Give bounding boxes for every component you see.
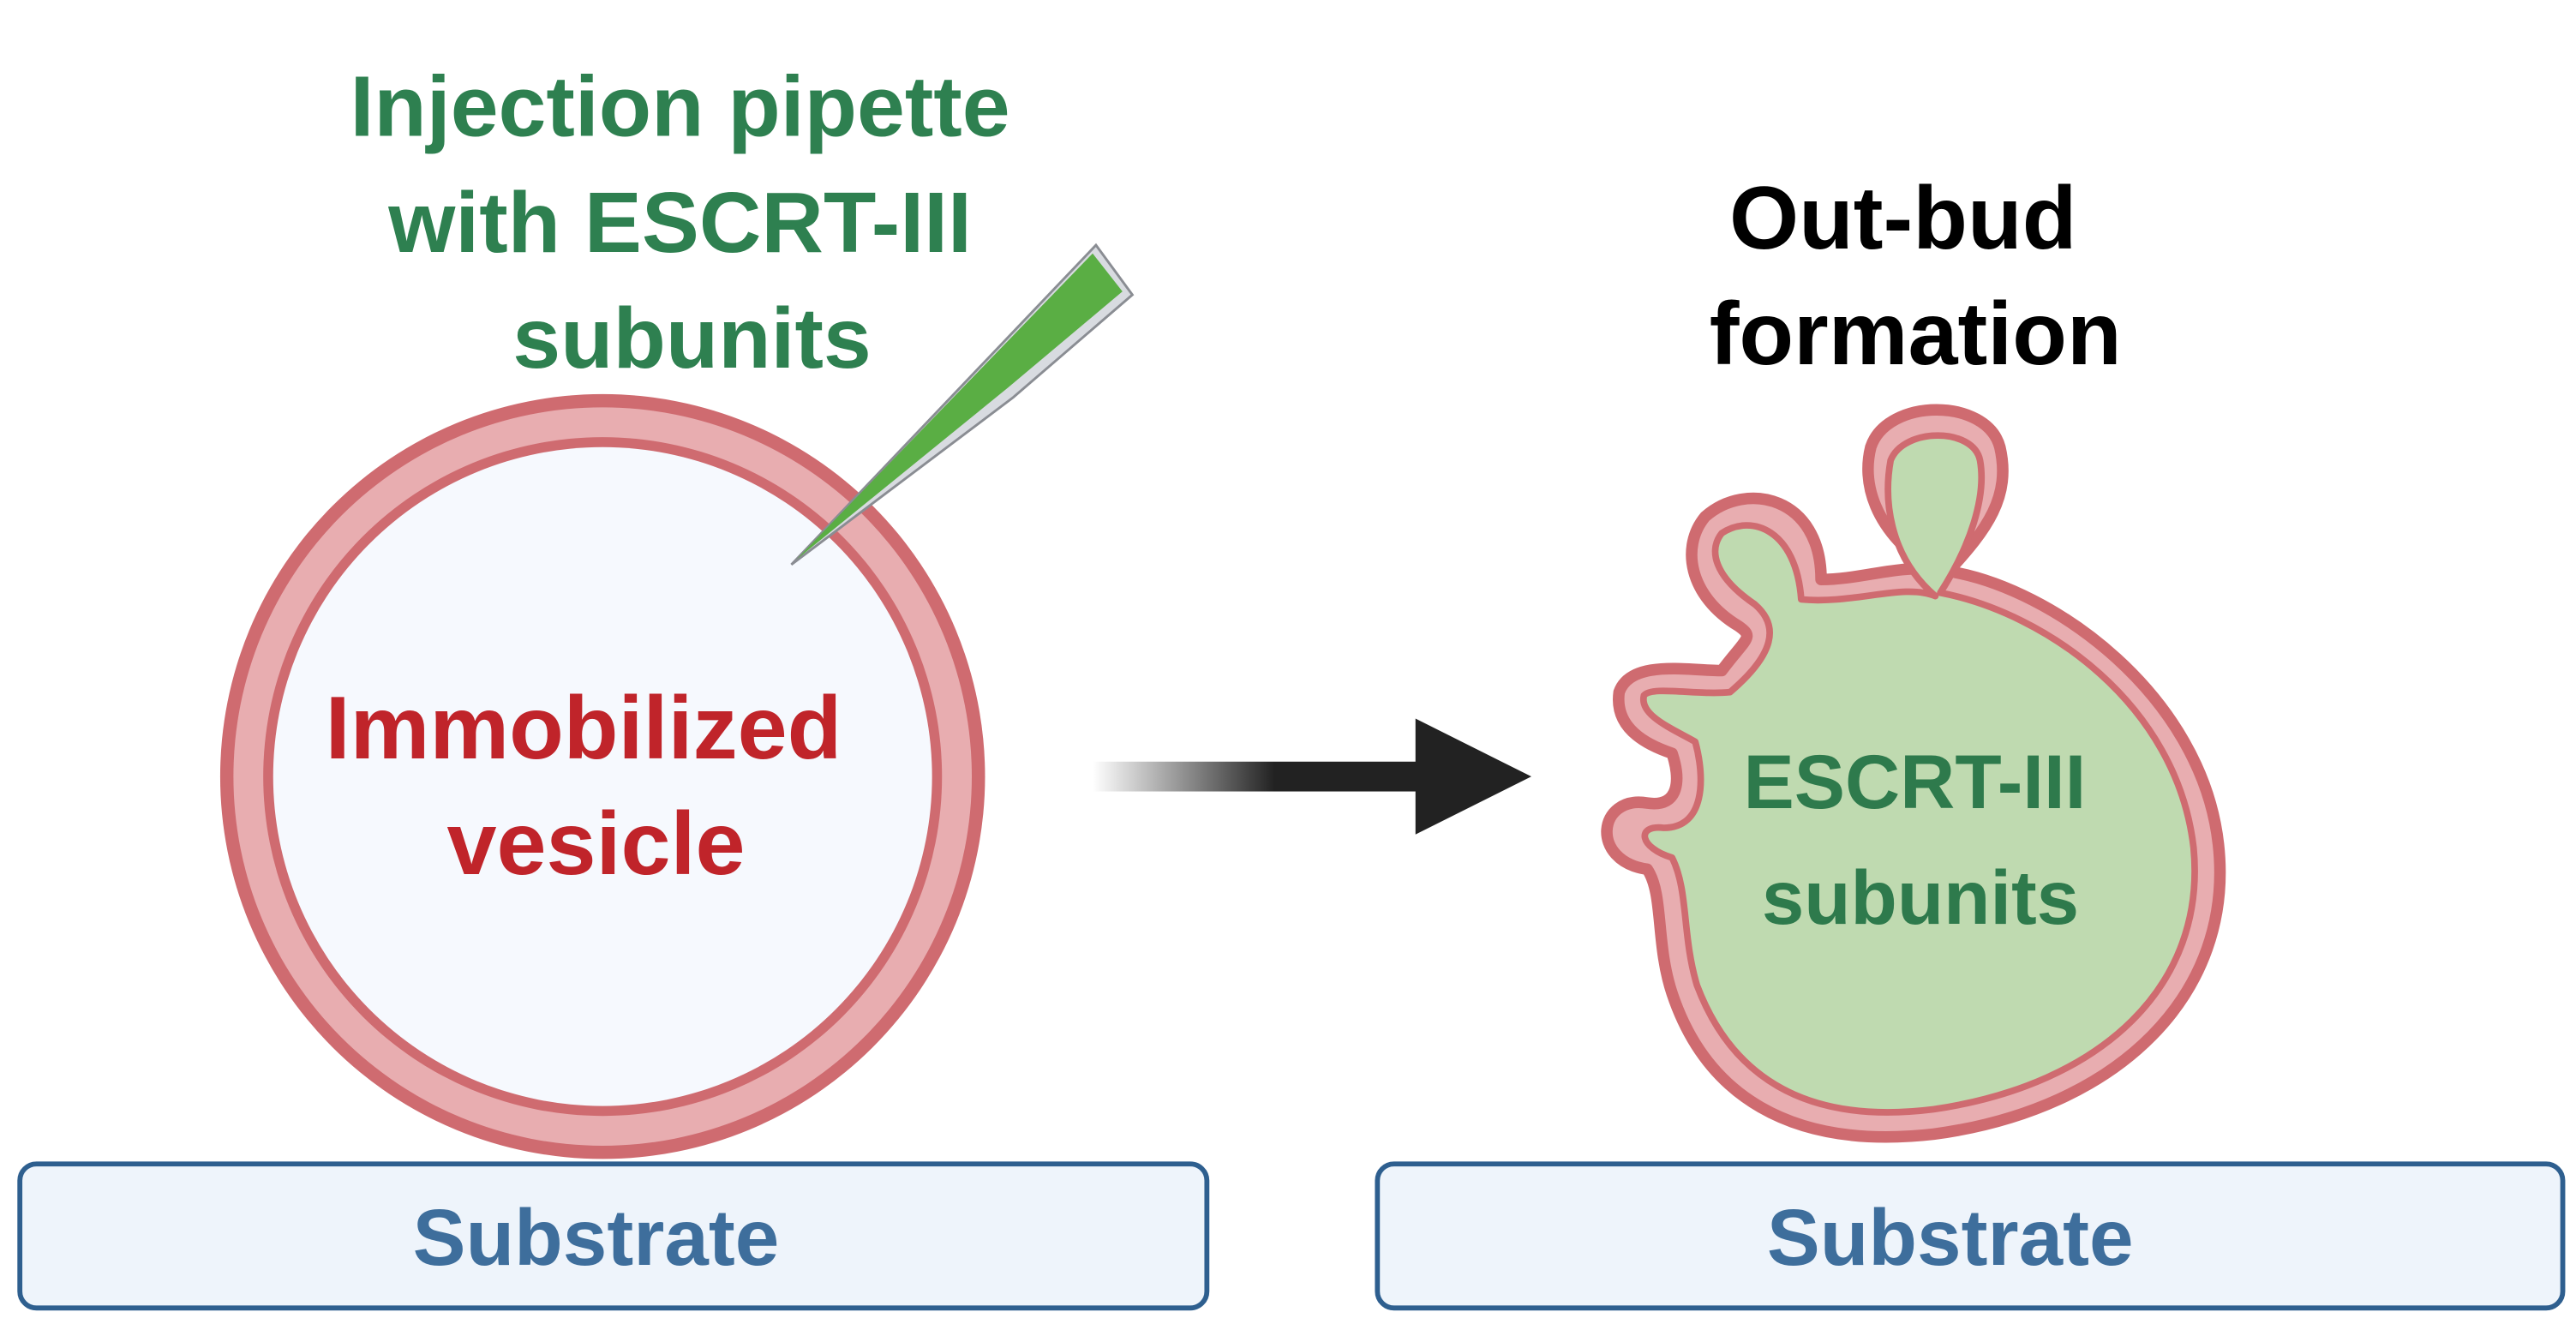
outbud-title: Out-bud formation (1710, 169, 2122, 384)
substrate-right: Substrate (1375, 1161, 2566, 1311)
vesicle-label: Immobilized vesicle (326, 679, 867, 894)
vesicle-label-line-1: Immobilized (326, 679, 842, 778)
outbudding-vesicle (1601, 404, 2226, 1143)
pipette-solution (796, 253, 1123, 560)
vesicle-lumen-fill (273, 446, 932, 1106)
arrow-shaft (1093, 761, 1424, 792)
right-panel: Out-bud formation ESCRT-III subunits Sub… (1375, 169, 2566, 1311)
transition-arrow (1093, 718, 1531, 835)
escrt-label-line-2: subunits (1762, 855, 2079, 940)
pipette-label-line-1: Injection pipette (350, 59, 1010, 155)
vesicle-label-line-2: vesicle (446, 794, 745, 894)
escrt-label: ESCRT-III subunits (1743, 740, 2107, 940)
escrt-label-line-1: ESCRT-III (1743, 740, 2086, 824)
substrate-left-label: Substrate (413, 1193, 780, 1282)
substrate-left: Substrate (17, 1161, 1210, 1311)
pipette-label-line-2: with ESCRT-III (387, 175, 972, 271)
substrate-right-label: Substrate (1767, 1193, 2134, 1282)
pipette-label-line-3: subunits (512, 291, 871, 386)
substrate-left-box (17, 1161, 1210, 1311)
outbud-title-line-1: Out-bud (1729, 169, 2076, 268)
vesicle-escrt-lumen (1640, 432, 2198, 1116)
left-panel: Injection pipette with ESCRT-III subunit… (17, 59, 1210, 1311)
immobilized-vesicle (219, 393, 985, 1159)
substrate-right-box (1375, 1161, 2566, 1311)
injection-pipette (790, 243, 1135, 566)
arrow-head (1415, 718, 1531, 835)
outbud-title-line-2: formation (1710, 285, 2122, 384)
pipette-label: Injection pipette with ESCRT-III subunit… (350, 59, 1034, 386)
